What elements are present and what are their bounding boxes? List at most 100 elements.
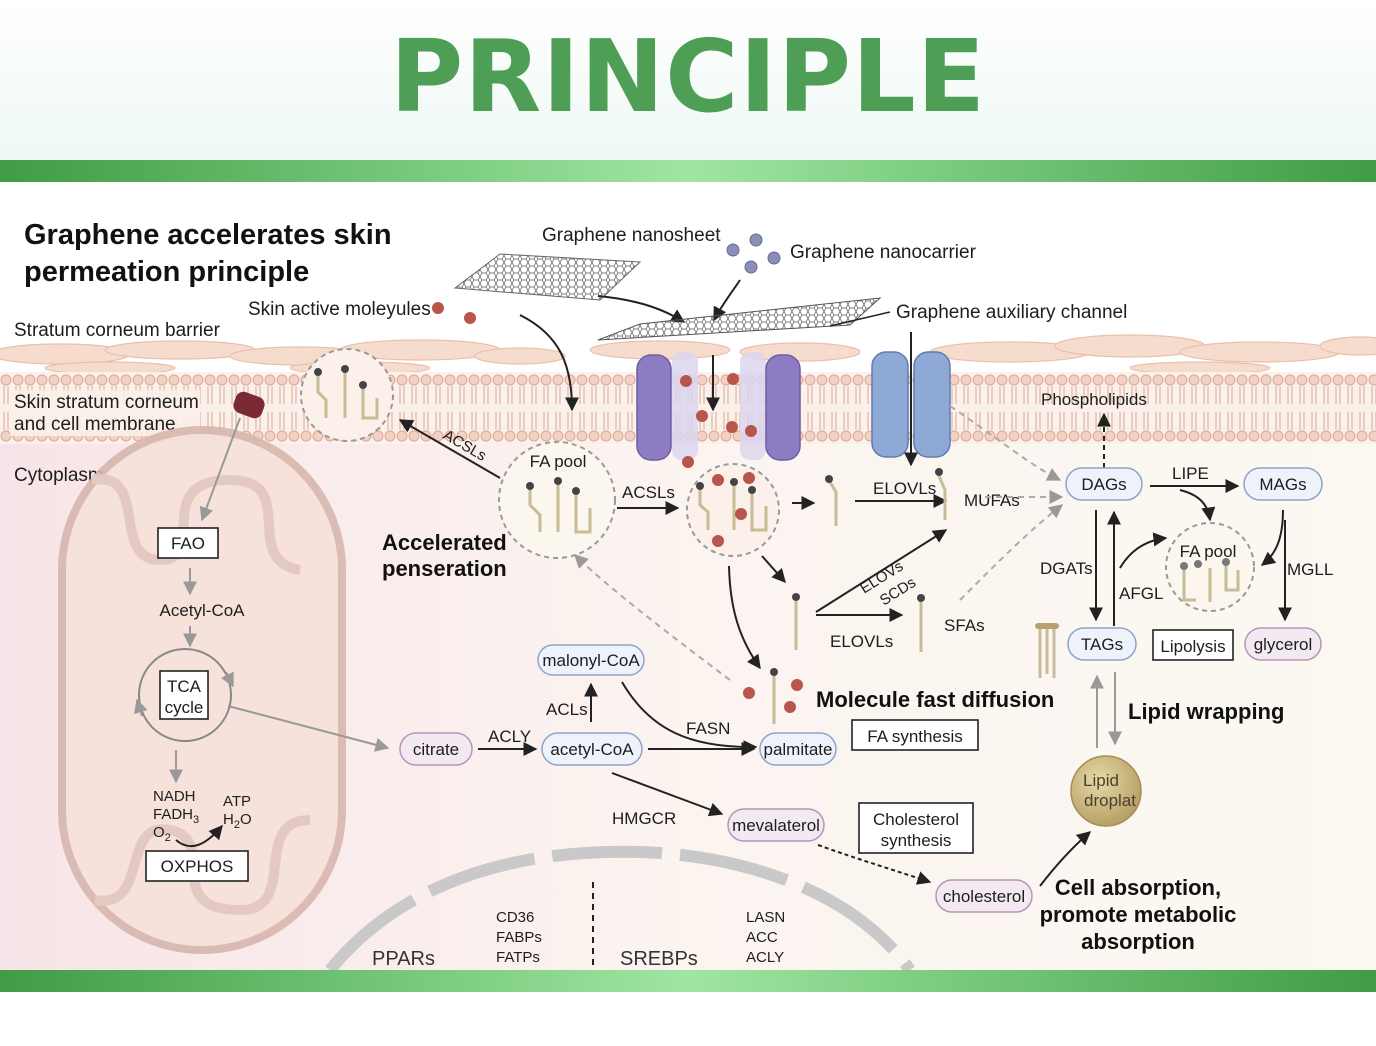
phospholipid-head [972, 430, 984, 442]
footer-area [0, 992, 1376, 1046]
phospholipid-head [1020, 374, 1032, 386]
phospholipid-head [624, 430, 636, 442]
phospholipid-head [1356, 374, 1368, 386]
phospholipid-head [108, 374, 120, 386]
tca-label-line2: cycle [165, 698, 204, 717]
fa-synthesis-label: FA synthesis [867, 727, 962, 746]
phospholipid-tail [1359, 386, 1365, 430]
phospholipid-head [1356, 430, 1368, 442]
cell-absorption-label-line3: absorption [1081, 929, 1195, 954]
phospholipid-head [396, 430, 408, 442]
phospholipid-head [396, 374, 408, 386]
phospholipid-head [1116, 430, 1128, 442]
phospholipid-head [1308, 374, 1320, 386]
phospholipid-tail [819, 386, 825, 430]
phospholipid-head [708, 430, 720, 442]
phospholipid-tail [1023, 386, 1029, 430]
phospholipid-head [1224, 374, 1236, 386]
cell-absorption-label-line2: promote metabolic [1040, 902, 1237, 927]
header: PRINCIPLE [0, 0, 1376, 160]
phospholipid-tail [1239, 386, 1245, 430]
phospholipid-head [276, 430, 288, 442]
dags-label: DAGs [1081, 475, 1126, 494]
phospholipid-tail [507, 386, 513, 430]
graphene-nanosheet-icon [453, 253, 642, 301]
mufas-label: MUFAs [964, 491, 1020, 510]
phospholipid-tail [723, 386, 729, 430]
phospholipid-tail [1059, 386, 1065, 430]
phospholipid-head [300, 430, 312, 442]
phospholipid-head [1344, 374, 1356, 386]
phospholipid-tail [483, 386, 489, 430]
sfas-label: SFAs [944, 616, 985, 635]
fa-pool-left-label: FA pool [530, 452, 587, 471]
srebps-label: SREBPs [620, 948, 698, 970]
phospholipid-head [828, 374, 840, 386]
mgll-label: MGLL [1287, 560, 1333, 579]
phospholipid-tail [1215, 386, 1221, 430]
accelerated-label-line2: penseration [382, 556, 507, 581]
phospholipid-tail [831, 386, 837, 430]
phospholipid-head [1284, 430, 1296, 442]
diffusing-molecules [680, 373, 757, 468]
cholesterol-synthesis-box [858, 802, 974, 854]
phospholipid-tail [1263, 386, 1269, 430]
phospholipid-tail [1107, 386, 1113, 430]
phospholipid-tail [1299, 386, 1305, 430]
bottom-green-band [0, 970, 1376, 992]
ppar-gene-1: CD36 [496, 909, 534, 926]
phospholipid-head [1020, 430, 1032, 442]
phospholipid-head [1296, 374, 1308, 386]
atp-label: ATP [223, 793, 251, 810]
phospholipid-head [216, 374, 228, 386]
phospholipid-tail [807, 386, 813, 430]
phospholipid-tail [1047, 386, 1053, 430]
cholesterol-synthesis-label-line1: Cholesterol [873, 810, 959, 829]
tca-label-line1: TCA [167, 677, 202, 696]
cholesterol-label: cholesterol [943, 887, 1025, 906]
phospholipid-head [156, 374, 168, 386]
phospholipid-head [612, 430, 624, 442]
phospholipid-tail [963, 386, 969, 430]
phospholipid-tail [1011, 386, 1017, 430]
phospholipid-head [240, 374, 252, 386]
phospholipid-head [996, 430, 1008, 442]
phospholipid-head [516, 430, 528, 442]
phospholipid-head [1272, 374, 1284, 386]
membrane-fa-circle [300, 348, 394, 442]
phospholipid-head [1032, 374, 1044, 386]
phospholipid-head [840, 430, 852, 442]
phospholipid-head [1068, 374, 1080, 386]
phospholipid-head [1320, 430, 1332, 442]
phospholipid-tail [843, 386, 849, 430]
cell-absorption-label-line1: Cell absorption, [1055, 875, 1221, 900]
phospholipid-head [264, 430, 276, 442]
phospholipid-head [1140, 374, 1152, 386]
phospholipid-tail [291, 386, 297, 430]
lipid-droplet-icon [1070, 755, 1142, 827]
phospholipid-head [1008, 374, 1020, 386]
citrate-node [399, 732, 473, 766]
phospholipid-tail [1119, 386, 1125, 430]
tags-label: TAGs [1081, 635, 1123, 654]
phospholipid-head [1308, 430, 1320, 442]
phospholipid-head [1128, 430, 1140, 442]
phospholipid-head [1236, 374, 1248, 386]
lipid-droplet-label-line2: droplat [1084, 791, 1136, 810]
afgl-label: AFGL [1119, 584, 1163, 603]
phospholipid-head [984, 374, 996, 386]
fao-label: FAO [171, 534, 205, 553]
phospholipid-head [372, 430, 384, 442]
phospholipid-tail [279, 386, 285, 430]
phospholipid-tail [1335, 386, 1341, 430]
phospholipid-head [1188, 374, 1200, 386]
skin-membrane-label-line1: Skin stratum corneum [14, 392, 199, 413]
fa-synthesis-box [851, 719, 979, 751]
phospholipid-head [408, 430, 420, 442]
phospholipid-tail [1227, 386, 1233, 430]
acetyl-coa-node [541, 732, 643, 766]
nadh-label: NADH [153, 788, 196, 805]
phospholipid-head [552, 374, 564, 386]
phospholipid-tail [267, 386, 273, 430]
phospholipid-head [180, 374, 192, 386]
